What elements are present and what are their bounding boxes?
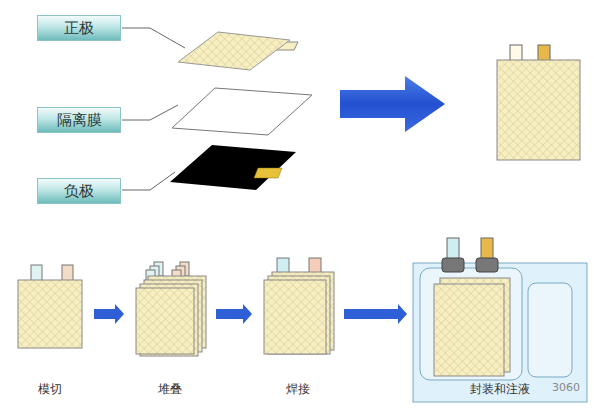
part-label: 正极 — [37, 15, 121, 41]
leader-line — [122, 105, 178, 120]
step-caption: 焊接 — [286, 381, 310, 400]
flow-arrow — [94, 304, 124, 324]
separator-sheet — [172, 88, 312, 135]
step-caption: 模切 — [38, 381, 62, 400]
process-step: 堆叠 — [130, 258, 210, 400]
assembled-cell — [497, 45, 580, 160]
process-step: 封装和注液 — [413, 236, 587, 400]
flow-arrow — [340, 76, 445, 132]
leader-line — [122, 172, 175, 190]
part-label: 隔离膜 — [37, 107, 121, 133]
welded-stack — [264, 258, 334, 354]
step-caption: 封装和注液 — [470, 381, 530, 400]
step-caption: 堆叠 — [158, 381, 182, 400]
label-text: 负极 — [64, 182, 94, 201]
negative-sheet — [170, 145, 296, 190]
leader-line — [122, 28, 185, 48]
pouch-package — [413, 238, 587, 402]
watermark: 3060 — [552, 381, 580, 394]
label-text: 正极 — [64, 19, 94, 38]
process-step: 模切 — [12, 258, 88, 400]
flow-arrow — [216, 304, 252, 324]
stacked-sheets — [136, 262, 206, 356]
part-label: 负极 — [37, 178, 121, 204]
process-step: 焊接 — [258, 250, 338, 400]
die-cut-sheet — [18, 265, 82, 348]
label-text: 隔离膜 — [57, 111, 102, 130]
flow-arrow — [344, 304, 407, 324]
positive-sheet — [178, 32, 298, 70]
